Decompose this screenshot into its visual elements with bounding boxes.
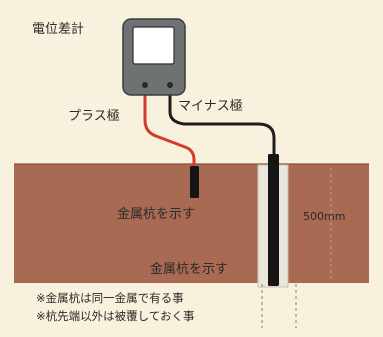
note-line-1: ※金属杭は同一金属で有る事 — [36, 291, 184, 305]
minus-wire — [168, 88, 276, 156]
minus-terminal-label: マイナス極 — [178, 98, 243, 114]
stake-label-bottom: 金属杭を示す — [150, 261, 228, 277]
plus-terminal-label: プラス極 — [68, 108, 120, 124]
plus-wire — [143, 88, 196, 172]
meter-label: 電位差計 — [32, 21, 84, 37]
right-stake — [268, 154, 279, 286]
potential-difference-meter — [122, 18, 186, 96]
meter-plus-terminal — [142, 82, 148, 88]
depth-label: 500mm — [303, 210, 345, 223]
meter-minus-terminal — [167, 82, 173, 88]
note-line-2: ※杭先端以外は被覆しておく事 — [36, 309, 194, 323]
left-stake — [190, 166, 199, 198]
meter-display — [132, 26, 175, 65]
stake-label-top: 金属杭を示す — [117, 206, 195, 222]
